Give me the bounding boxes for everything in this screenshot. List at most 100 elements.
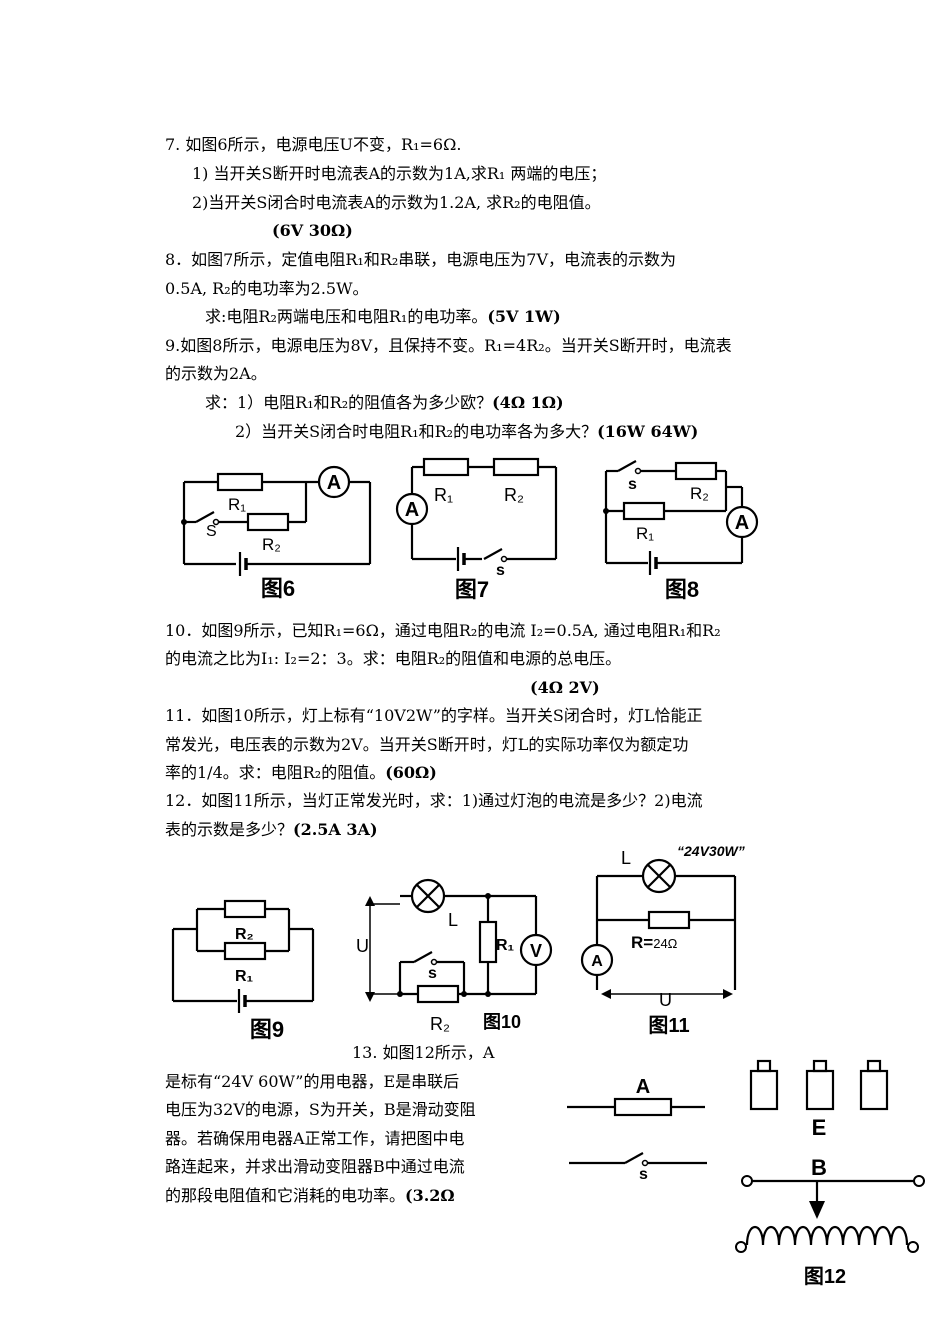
battery-cell-1 bbox=[749, 1069, 779, 1111]
battery-cell-3 bbox=[859, 1069, 889, 1111]
q12-line2: 表的示数是多少？(2.5A 3A) bbox=[165, 819, 378, 841]
switch-label: s bbox=[639, 1166, 648, 1183]
resistor-value: 24Ω bbox=[653, 936, 677, 951]
lamp-label: L bbox=[621, 848, 631, 868]
figure-11-caption: 图11 bbox=[648, 1014, 689, 1037]
q11-line1: 11．如图10所示，灯上标有“10V2W”的字样。当开关S闭合时，灯L恰能正 bbox=[165, 706, 703, 725]
ammeter-label: A bbox=[591, 953, 603, 970]
q13-line5: 路连起来，并求出滑动变阻器B中通过电流 bbox=[165, 1157, 465, 1176]
voltage-u-label: U bbox=[356, 936, 369, 956]
q10-answer: (4Ω 2V) bbox=[530, 678, 600, 697]
voltmeter-label: V bbox=[530, 941, 542, 961]
figure-6-caption: 图6 bbox=[261, 576, 295, 601]
resistor-r2 bbox=[492, 457, 540, 477]
figure-10: U L R₁ V s R₂ 图10 bbox=[356, 878, 553, 1034]
switch-label: s bbox=[496, 562, 505, 579]
figure-8-caption: 图8 bbox=[665, 577, 699, 602]
switch-s bbox=[624, 1152, 644, 1164]
switch-s bbox=[617, 460, 637, 472]
battery-cell-2 bbox=[805, 1069, 835, 1111]
q12-answer: (2.5A 3A) bbox=[293, 820, 378, 839]
resistor-r1 bbox=[216, 472, 264, 492]
q11-line2: 常发光，电压表的示数为2V。当开关S断开时，灯L的实际功率仅为额定功 bbox=[165, 735, 689, 754]
switch-label: s bbox=[428, 965, 437, 982]
q9-part2-text: 2）当开关S闭合时电阻R₁和R₂的电功率各为多大？ bbox=[235, 422, 598, 441]
voltage-u-label: U bbox=[659, 990, 672, 1010]
resistor-r1 bbox=[478, 920, 498, 964]
resistor-r1 bbox=[622, 501, 666, 521]
ammeter-label: A bbox=[405, 499, 419, 521]
q9-line1: 9.如图8所示，电源电压为8V，且保持不变。R₁=4R₂。当开关S断开时，电流表 bbox=[165, 336, 732, 355]
rheostat-terminal-left-bottom bbox=[735, 1241, 747, 1253]
figure-12: A s E B 图12 bbox=[567, 1059, 925, 1288]
switch-s bbox=[195, 511, 215, 523]
q12-line1: 12．如图11所示，当灯正常发光时，求：1)通过灯泡的电流是多少？2)电流 bbox=[165, 791, 703, 810]
figure-7: A R₁ R₂ s 图7 bbox=[395, 457, 558, 602]
figure-10-caption: 图10 bbox=[483, 1012, 521, 1032]
q9-line2: 的示数为2A。 bbox=[165, 364, 267, 383]
figure-6: A R₁ R₂ S 图6 bbox=[181, 465, 372, 601]
figure-9-caption: 图9 bbox=[250, 1017, 284, 1042]
appliance-a bbox=[613, 1097, 673, 1117]
rheostat-terminal-left-top bbox=[741, 1175, 753, 1187]
switch-label: S bbox=[206, 523, 217, 540]
switch-s bbox=[413, 951, 433, 963]
rheostat-label: B bbox=[811, 1155, 827, 1180]
appliance-label: A bbox=[636, 1076, 650, 1098]
q9-part2: 2）当开关S闭合时电阻R₁和R₂的电功率各为多大？(16W 64W) bbox=[235, 421, 698, 443]
q8-line2: 0.5A, R₂的电功率为2.5W。 bbox=[165, 279, 369, 298]
r1-label: R₁ bbox=[434, 485, 453, 505]
r1-label: R₁ bbox=[496, 937, 515, 954]
r2-label: R₂ bbox=[430, 1014, 450, 1034]
ammeter-label: A bbox=[735, 512, 749, 534]
figure-9: R₂ R₁ 图9 bbox=[171, 899, 315, 1042]
q7-stem: 7. 如图6所示，电源电压U不变，R₁=6Ω. bbox=[165, 135, 462, 154]
r2-label: R₂ bbox=[235, 926, 254, 943]
figure-11: L “24V30W” R=24Ω A U 图11 bbox=[580, 843, 745, 1037]
r2-label: R₂ bbox=[262, 535, 281, 554]
lamp-rating: “24V30W” bbox=[677, 843, 745, 859]
resistor-label: R=24Ω bbox=[631, 933, 678, 952]
q7-answer: (6V 30Ω) bbox=[272, 221, 353, 240]
q11-question: 率的1/4。求：电阻R₂的阻值。 bbox=[165, 763, 386, 782]
r2-label: R₂ bbox=[690, 484, 709, 503]
resistor-r2 bbox=[223, 899, 267, 919]
q13-line3: 电压为32V的电源，S为开关，B是滑动变阻 bbox=[165, 1100, 476, 1119]
q7-part1: 1) 当开关S断开时电流表A的示数为1A,求R₁ 两端的电压； bbox=[192, 164, 607, 183]
q9-answer2: (16W 64W) bbox=[597, 422, 699, 441]
resistor-r1 bbox=[223, 941, 267, 961]
switch-s bbox=[483, 548, 503, 560]
resistor-symbol: R= bbox=[631, 933, 653, 952]
r1-label: R₁ bbox=[228, 495, 246, 514]
q13-line4: 器。若确保用电器A正常工作，请把图中电 bbox=[165, 1129, 465, 1148]
r1-label: R₁ bbox=[636, 524, 654, 543]
resistor-r2 bbox=[674, 461, 718, 481]
q13-question: 的那段电阻值和它消耗的电功率。 bbox=[165, 1186, 406, 1205]
q13-line6: 的那段电阻值和它消耗的电功率。(3.2Ω bbox=[165, 1185, 455, 1207]
battery-label: E bbox=[812, 1115, 827, 1140]
q13-line2: 是标有“24V 60W”的用电器，E是串联后 bbox=[165, 1072, 460, 1091]
q13-line1: 13. 如图12所示，A bbox=[352, 1043, 495, 1062]
q8-question: 求:电阻R₂两端电压和电阻R₁的电功率。 bbox=[205, 307, 488, 326]
resistor-r2 bbox=[246, 512, 290, 532]
q9-answer1: (4Ω 1Ω) bbox=[492, 393, 564, 412]
q8-line1: 8．如图7所示，定值电阻R₁和R₂串联，电源电压为7V，电流表的示数为 bbox=[165, 250, 677, 269]
q7-part2: 2)当开关S闭合时电流表A的示数为1.2A, 求R₂的电阻值。 bbox=[192, 193, 601, 212]
r2-label: R₂ bbox=[504, 485, 524, 505]
figure-12-caption: 图12 bbox=[804, 1265, 846, 1288]
rheostat-coil bbox=[745, 1225, 909, 1246]
figure-7-caption: 图7 bbox=[455, 577, 489, 602]
resistor-r bbox=[647, 910, 691, 930]
q8-line3: 求:电阻R₂两端电压和电阻R₁的电功率。(5V 1W) bbox=[205, 306, 561, 328]
rheostat-terminal-right-bottom bbox=[907, 1241, 919, 1253]
switch-label: s bbox=[628, 476, 637, 493]
q10-line2: 的电流之比为I₁: I₂=2：3。求：电阻R₂的阻值和电源的总电压。 bbox=[165, 649, 622, 668]
q12-question: 表的示数是多少？ bbox=[165, 820, 294, 839]
q11-answer: (60Ω) bbox=[385, 763, 437, 782]
q13-answer: (3.2Ω bbox=[405, 1186, 455, 1205]
q9-part1-text: 求：1）电阻R₁和R₂的阻值各为多少欧？ bbox=[205, 393, 493, 412]
rheostat-terminal-right-top bbox=[913, 1175, 925, 1187]
resistor-r2 bbox=[416, 984, 460, 1004]
figure-8: A R₂ R₁ s 图8 bbox=[603, 460, 759, 602]
r1-label: R₁ bbox=[235, 968, 254, 985]
